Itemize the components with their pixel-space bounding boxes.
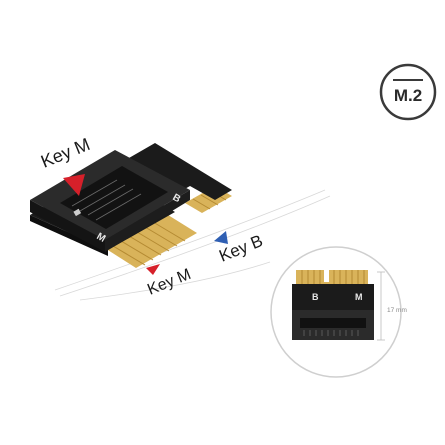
key-b-callout: Key B: [214, 231, 266, 266]
key-m-bottom-callout: Key M: [145, 264, 194, 299]
pcb-label-b: B: [171, 192, 183, 205]
key-m-bottom-arrow-icon: [146, 264, 160, 275]
swoosh-lines: [54, 189, 331, 301]
inset-label-b: B: [312, 292, 319, 302]
m2-badge: M.2: [379, 63, 437, 121]
m2-badge-text: M.2: [394, 86, 422, 105]
key-b-arrow-icon: [214, 231, 228, 244]
dimension-label: 17 mm: [387, 307, 407, 314]
key-m-top-arrow-icon: [63, 174, 85, 196]
adapter-board: B M: [30, 143, 232, 268]
inset-label-m: M: [355, 292, 363, 302]
key-m-top-label: Key M: [38, 134, 93, 172]
inset-detail: B M 17 mm: [270, 246, 407, 378]
